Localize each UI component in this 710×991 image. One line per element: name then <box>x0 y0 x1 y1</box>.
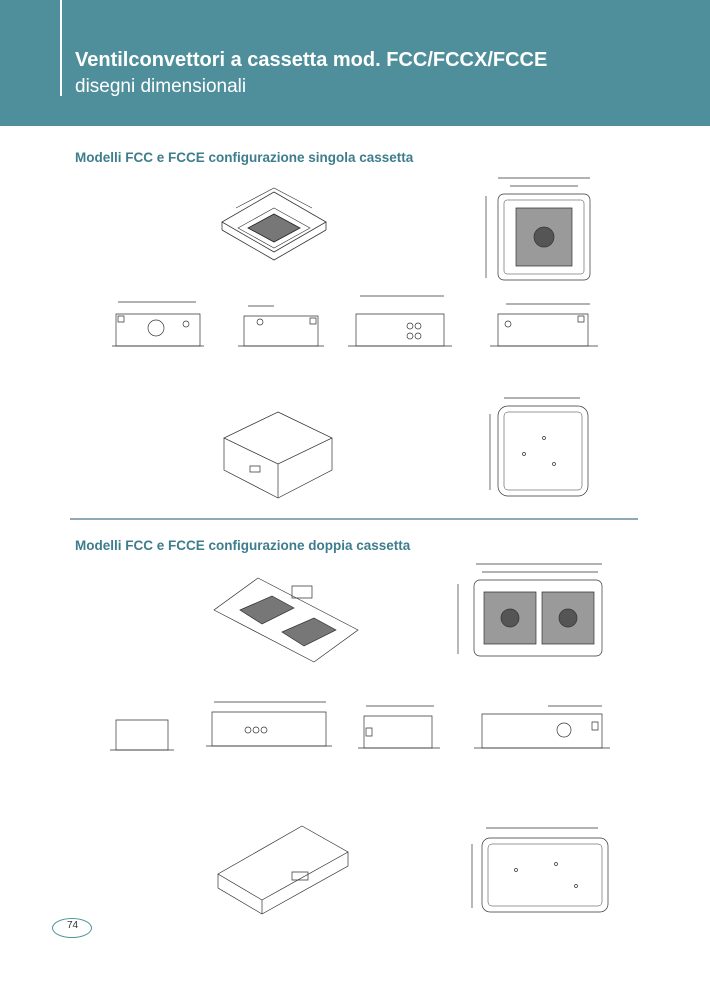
page-subtitle: disegni dimensionali <box>75 76 247 97</box>
double-side-view-4-drawing <box>472 702 610 754</box>
double-side-view-1-drawing <box>100 714 174 754</box>
double-cassette-box-isometric-drawing <box>214 822 352 918</box>
page-number-badge: 74 <box>52 918 92 938</box>
page-number-oval <box>52 918 92 938</box>
header-rule <box>60 0 62 96</box>
double-side-view-3-drawing <box>356 702 440 754</box>
single-side-view-4-drawing <box>486 300 598 358</box>
page-title: Ventilconvettori a cassetta mod. FCC/FCC… <box>75 49 548 71</box>
double-cassette-bottom-view-drawing <box>466 824 610 916</box>
single-side-view-1-drawing <box>104 298 204 356</box>
double-cassette-isometric-drawing <box>210 574 362 668</box>
single-side-view-2-drawing <box>234 302 324 356</box>
section-divider <box>70 518 638 520</box>
double-cassette-top-view-drawing <box>452 560 608 666</box>
section-title-double: Modelli FCC e FCCE configurazione doppia… <box>75 538 411 553</box>
single-cassette-box-isometric-drawing <box>220 408 338 502</box>
single-cassette-bottom-view-drawing <box>484 394 592 500</box>
double-side-view-2-drawing <box>204 698 332 754</box>
page-header: Ventilconvettori a cassetta mod. FCC/FCC… <box>0 0 710 126</box>
single-side-view-3-drawing <box>340 292 452 358</box>
page-number: 74 <box>66 920 79 931</box>
single-cassette-isometric-drawing <box>218 188 330 280</box>
single-cassette-top-view-drawing <box>480 174 600 284</box>
section-title-single: Modelli FCC e FCCE configurazione singol… <box>75 150 414 165</box>
